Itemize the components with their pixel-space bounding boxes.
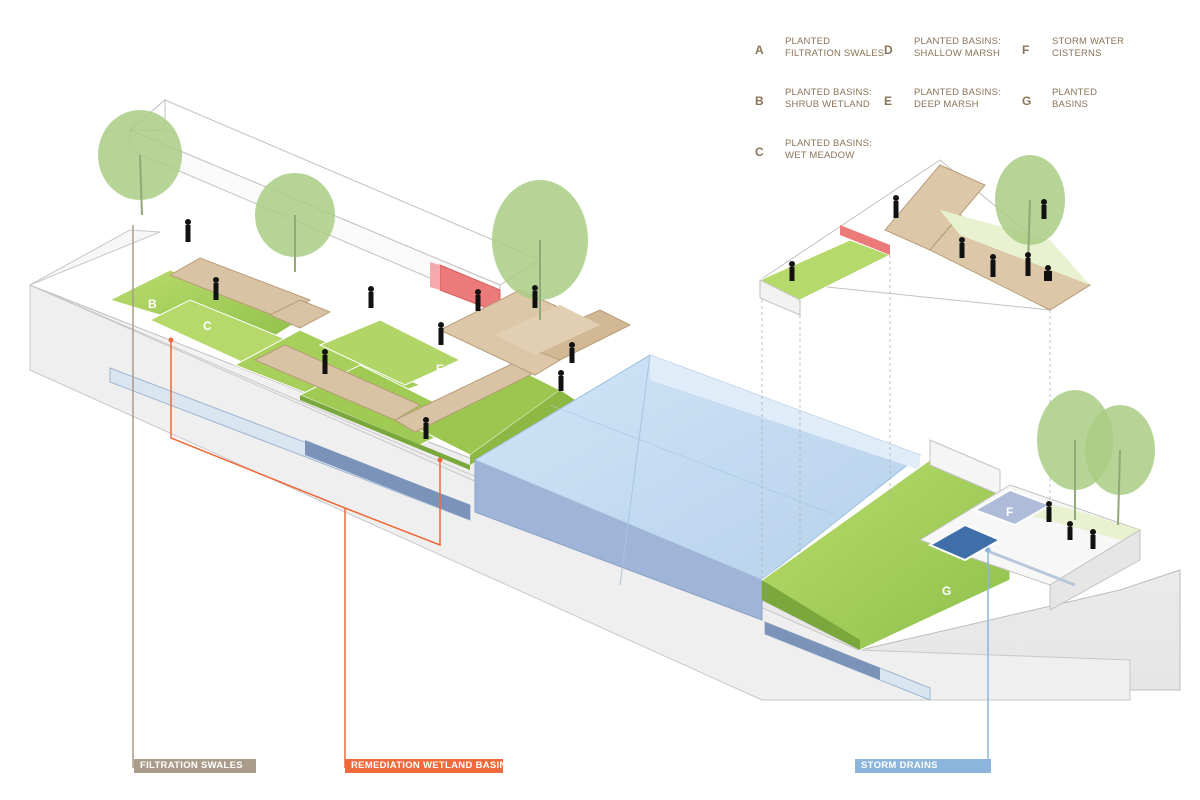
person-icon [1044, 265, 1052, 281]
person-icon [1041, 199, 1047, 219]
tree-icon [98, 110, 182, 216]
person-icon [475, 289, 481, 311]
zone-label-c: C [203, 319, 212, 333]
person-icon [789, 261, 795, 281]
person-icon [185, 219, 191, 242]
person-icon [558, 370, 564, 391]
zone-label-d: D [336, 319, 345, 333]
projection-lines [761, 255, 1051, 580]
callout-lines [132, 225, 991, 768]
person-icon [532, 285, 538, 308]
person-icon [423, 417, 429, 439]
person-icon [1067, 521, 1073, 540]
zone-label-e: E [436, 362, 444, 376]
wetland-basins-leader [170, 340, 441, 768]
boardwalks [168, 257, 632, 433]
person-icon [990, 254, 996, 277]
people [185, 195, 1096, 549]
tree-icon [492, 180, 588, 320]
person-icon [1090, 529, 1096, 549]
filtration-swales-tag: FILTRATION SWALES [134, 759, 256, 773]
person-icon [893, 195, 899, 218]
person-icon [959, 237, 965, 258]
person-icon [322, 349, 328, 374]
floating-deck [758, 159, 1091, 316]
tree-icon [1085, 405, 1155, 526]
zone-labels: B C D E F G [148, 297, 1013, 598]
tree-icon [255, 173, 335, 272]
zone-label-f: F [1006, 505, 1013, 519]
zone-label-b: B [148, 297, 157, 311]
trees [98, 110, 1155, 526]
person-icon [213, 277, 219, 300]
storm-drains-tag: STORM DRAINS [855, 759, 991, 773]
person-icon [569, 342, 575, 363]
water-basin [473, 354, 922, 621]
person-icon [368, 286, 374, 308]
planted-basin-g [761, 439, 1011, 651]
person-icon [438, 322, 444, 345]
site-base-slab [29, 229, 1181, 701]
person-icon [1025, 252, 1031, 276]
zone-label-g: G [942, 584, 951, 598]
remediation-wetland-basins-tag: REMEDIATION WETLAND BASINS [345, 759, 513, 773]
person-icon [1046, 501, 1052, 522]
